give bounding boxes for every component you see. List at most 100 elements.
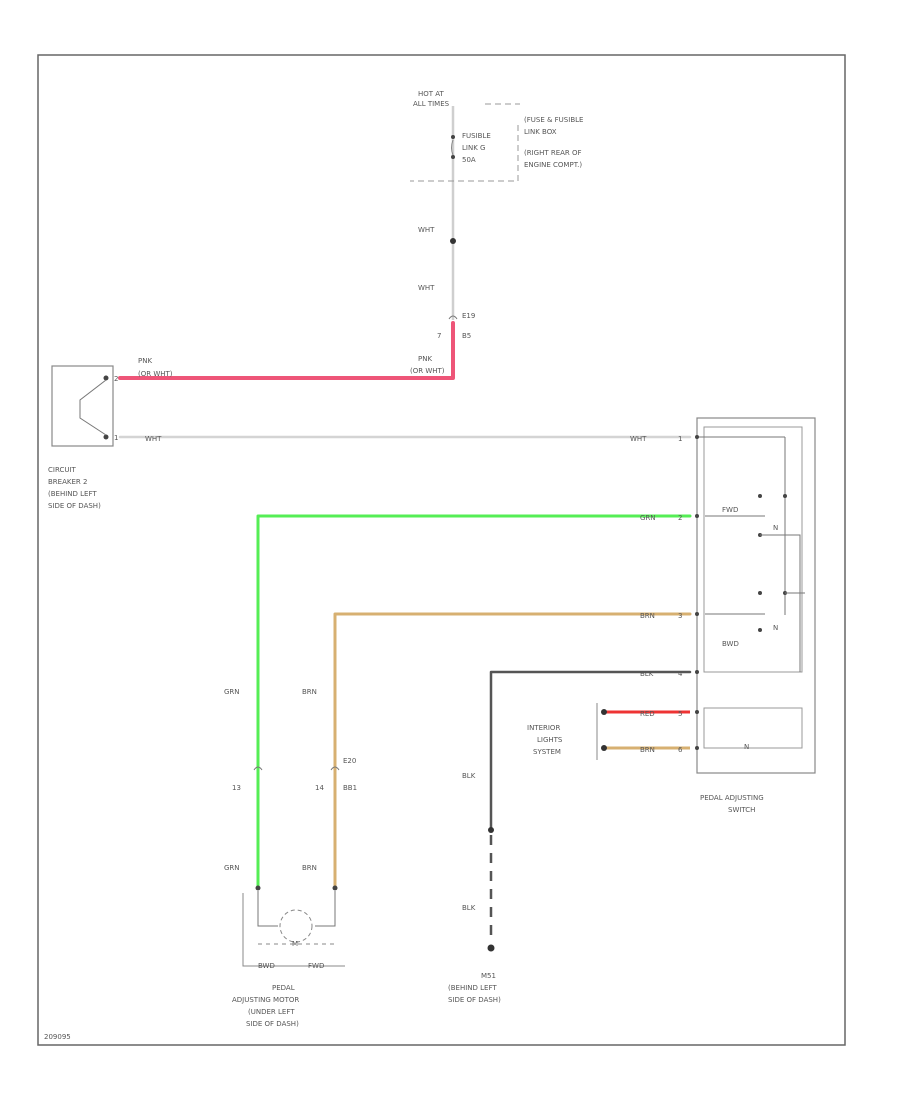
breaker-terminal-top	[103, 375, 109, 381]
ground-label-2: (BEHIND LEFT	[448, 984, 497, 992]
switch-terminal-5	[695, 710, 699, 714]
wire-label-brn-interior: BRN	[640, 746, 655, 754]
wire-label-blk-switch: BLK	[640, 670, 654, 678]
connector-e19-symbol	[448, 315, 458, 320]
fuse-box-3: (RIGHT REAR OF	[524, 149, 582, 157]
interior-lights-label-3: SYSTEM	[533, 748, 561, 756]
wire-label-grn-1: GRN	[224, 688, 240, 696]
interior-terminal-1	[601, 709, 607, 715]
wire-label-brn-switch: BRN	[640, 612, 655, 620]
switch-terminal-2	[695, 514, 699, 518]
diagram-frame	[37, 54, 846, 1046]
breaker-pin-top: 2	[114, 375, 118, 383]
fuse-terminal-top	[451, 135, 455, 139]
ground-splice-dot	[488, 827, 494, 833]
breaker-label-1: CIRCUIT	[48, 466, 77, 474]
wire-label-red: RED	[640, 710, 655, 718]
connector-e19-pin-1: 7	[437, 332, 441, 340]
hot-label-1: HOT AT	[418, 90, 445, 98]
wire-pnk	[118, 321, 455, 380]
fuse-terminal-bottom	[451, 155, 455, 159]
wire-label-pnk-left-1: PNK	[138, 357, 152, 365]
breaker-element	[79, 379, 107, 436]
switch-contact	[783, 494, 787, 498]
wire-brn	[333, 612, 692, 890]
interior-lights-label-2: LIGHTS	[537, 736, 563, 744]
motor-terminal-1	[255, 885, 261, 891]
wire-label-pnk-right-1: PNK	[418, 355, 432, 363]
motor-lead-1	[257, 891, 278, 927]
motor-label-4: SIDE OF DASH)	[246, 1020, 299, 1028]
ground-label-1: M51	[481, 972, 496, 980]
fuse-box-1: (FUSE & FUSIBLE	[524, 116, 583, 124]
connector-e19-pin-2: B5	[462, 332, 471, 340]
connector-e20-id: E20	[343, 757, 356, 765]
wire-label-brn-2: BRN	[302, 864, 317, 872]
interior-lights-label-1: INTERIOR	[527, 724, 560, 732]
ground-point-icon	[487, 944, 495, 952]
wire-label-wht-switch: WHT	[630, 435, 647, 443]
wire-label-brn-1: BRN	[302, 688, 317, 696]
motor-label-1: PEDAL	[272, 984, 295, 992]
switch-terminal-6	[695, 746, 699, 750]
fuse-name-1: FUSIBLE	[462, 132, 491, 140]
switch-contact	[758, 591, 762, 595]
wire-label-pnk-left-2: (OR WHT)	[138, 370, 173, 378]
switch-pin-4: 4	[678, 670, 683, 678]
connector-e20-pin-2: 14	[315, 784, 324, 792]
connector-e20-pin-1: 13	[232, 784, 241, 792]
wire-blk	[489, 670, 692, 830]
fuse-name-2: LINK G	[462, 144, 485, 152]
breaker-label-4: SIDE OF DASH)	[48, 502, 101, 510]
splice-dot	[450, 238, 456, 244]
motor-terminal-2	[332, 885, 338, 891]
motor-lead-2	[315, 891, 336, 927]
pedal-switch-label-2: SWITCH	[728, 806, 755, 814]
switch-bwd-label: BWD	[722, 640, 739, 648]
connector-e19-id: E19	[462, 312, 475, 320]
pedal-switch-label-1: PEDAL ADJUSTING	[700, 794, 764, 802]
fuse-box-2: LINK BOX	[524, 128, 557, 136]
motor-bwd-label: BWD	[258, 962, 275, 970]
ground-label-3: SIDE OF DASH)	[448, 996, 501, 1004]
circuit-breaker-box	[51, 365, 114, 447]
breaker-label-3: (BEHIND LEFT	[48, 490, 97, 498]
figure-reference: 209095	[44, 1033, 71, 1041]
switch-terminal-1	[695, 435, 699, 439]
wire-label-blk-1: BLK	[462, 772, 476, 780]
switch-return-path	[760, 534, 801, 672]
breaker-pin-bottom: 1	[114, 434, 118, 442]
breaker-terminal-bottom	[103, 434, 109, 440]
wire-label-wht-breaker: WHT	[145, 435, 162, 443]
fuse-box-outline	[410, 125, 519, 182]
connector-e20-symbol-2	[330, 766, 340, 771]
switch-terminal-4	[695, 670, 699, 674]
wire-label-grn-2: GRN	[224, 864, 240, 872]
switch-terminal-3	[695, 612, 699, 616]
switch-pin-1: 1	[678, 435, 682, 443]
switch-pin-6: 6	[678, 746, 683, 754]
switch-mark-1: N	[773, 524, 778, 532]
hot-label-2: ALL TIMES	[413, 100, 450, 108]
interior-switch-inner	[703, 707, 803, 749]
wire-label-wht-2: WHT	[418, 284, 435, 292]
switch-pin-2: 2	[678, 514, 682, 522]
switch-mark-2: N	[773, 624, 778, 632]
switch-mark-3: N	[744, 743, 749, 751]
connector-e20-pin-2b: BB1	[343, 784, 357, 792]
fuse-box-4: ENGINE COMPT.)	[524, 161, 582, 169]
motor-fwd-label: FWD	[308, 962, 324, 970]
switch-contact	[758, 494, 762, 498]
wire-label-pnk-right-2: (OR WHT)	[410, 367, 445, 375]
motor-label-3: (UNDER LEFT	[248, 1008, 295, 1016]
wire-label-blk-2: BLK	[462, 904, 476, 912]
breaker-label-2: BREAKER 2	[48, 478, 87, 486]
fuse-name-3: 50A	[462, 156, 476, 164]
switch-pin-3: 3	[678, 612, 682, 620]
pedal-switch-inner	[703, 426, 803, 673]
switch-pin-5: 5	[678, 710, 682, 718]
motor-frame	[242, 893, 345, 967]
wire-label-wht-1: WHT	[418, 226, 435, 234]
switch-fwd-label: FWD	[722, 506, 738, 514]
motor-icon	[279, 909, 313, 943]
